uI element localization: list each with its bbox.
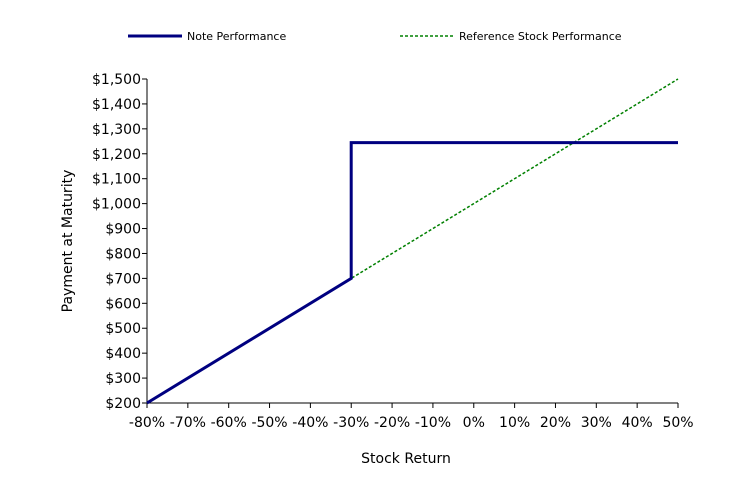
y-tick-label: $1,100 bbox=[92, 172, 141, 188]
y-tick-label: $300 bbox=[105, 371, 141, 387]
x-tick-label: -80% bbox=[129, 415, 165, 431]
x-tick-label: -40% bbox=[292, 415, 328, 431]
x-tick-label: -50% bbox=[251, 415, 287, 431]
y-tick-label: $1,400 bbox=[92, 97, 141, 113]
y-axis-title: Payment at Maturity bbox=[60, 170, 76, 313]
y-tick-label: $200 bbox=[105, 396, 141, 412]
y-tick-label: $1,500 bbox=[92, 72, 141, 88]
x-tick-label: -60% bbox=[211, 415, 247, 431]
y-tick-label: $800 bbox=[105, 246, 141, 262]
legend-label-reference: Reference Stock Performance bbox=[459, 30, 622, 43]
y-tick-label: $400 bbox=[105, 346, 141, 362]
legend: Note Performance Reference Stock Perform… bbox=[128, 30, 622, 43]
x-tick-label: -20% bbox=[374, 415, 410, 431]
y-tick-label: $900 bbox=[105, 222, 141, 238]
x-axis-title: Stock Return bbox=[361, 451, 451, 467]
x-tick-label: 10% bbox=[499, 415, 530, 431]
y-tick-label: $1,000 bbox=[92, 197, 141, 213]
x-tick-label: -70% bbox=[170, 415, 206, 431]
x-tick-label: 50% bbox=[662, 415, 693, 431]
x-tick-label: 30% bbox=[581, 415, 612, 431]
x-tick-label: -30% bbox=[333, 415, 369, 431]
reference-stock-performance-line bbox=[146, 78, 679, 404]
note-performance-line bbox=[146, 141, 678, 405]
x-tick-label: 20% bbox=[540, 415, 571, 431]
x-tick-label: 40% bbox=[622, 415, 653, 431]
y-tick-label: $1,300 bbox=[92, 122, 141, 138]
x-tick-label: -10% bbox=[415, 415, 451, 431]
y-tick-label: $700 bbox=[105, 271, 141, 287]
y-tick-label: $1,200 bbox=[92, 147, 141, 163]
legend-label-note: Note Performance bbox=[187, 30, 286, 43]
y-tick-label: $500 bbox=[105, 321, 141, 337]
x-tick-label: 0% bbox=[463, 415, 485, 431]
y-tick-label: $600 bbox=[105, 296, 141, 312]
